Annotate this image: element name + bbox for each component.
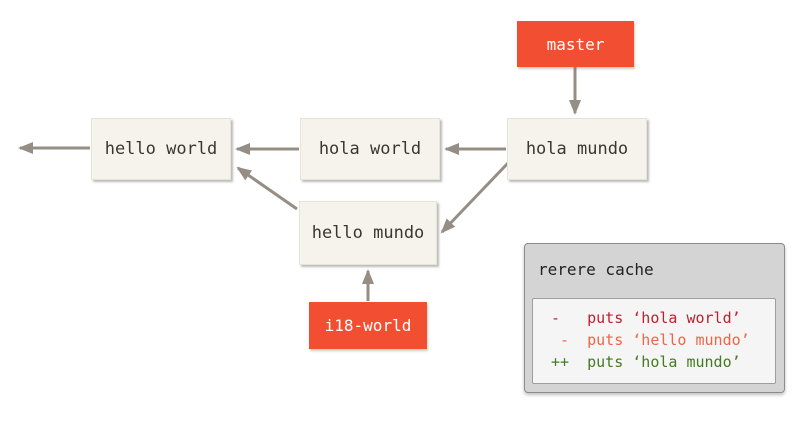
- diff-line-removed-hello-mundo: - puts ‘hello mundo’: [551, 331, 750, 349]
- rerere-cache-panel: rerere cache - puts ‘hola world’ - puts …: [524, 243, 785, 393]
- commit-hola-world: hola world: [300, 118, 440, 180]
- diff-line-removed-hola-world: - puts ‘hola world’: [551, 309, 741, 327]
- branch-label-master: master: [517, 21, 634, 67]
- commit-hello-world: hello world: [91, 118, 231, 180]
- edge-hola-mundo-to-hello-mundo: [440, 161, 510, 234]
- diff-line-added-hola-mundo: ++ puts ‘hola mundo’: [551, 353, 741, 371]
- edge-hello-mundo-to-hello-world: [236, 166, 298, 211]
- commit-hola-mundo: hola mundo: [507, 118, 647, 180]
- rerere-cache-title: rerere cache: [538, 260, 654, 279]
- branch-label-i18-world: i18-world: [309, 302, 427, 349]
- commit-hello-mundo: hello mundo: [299, 201, 437, 265]
- rerere-cache-diff-box: - puts ‘hola world’ - puts ‘hello mundo’…: [532, 298, 776, 384]
